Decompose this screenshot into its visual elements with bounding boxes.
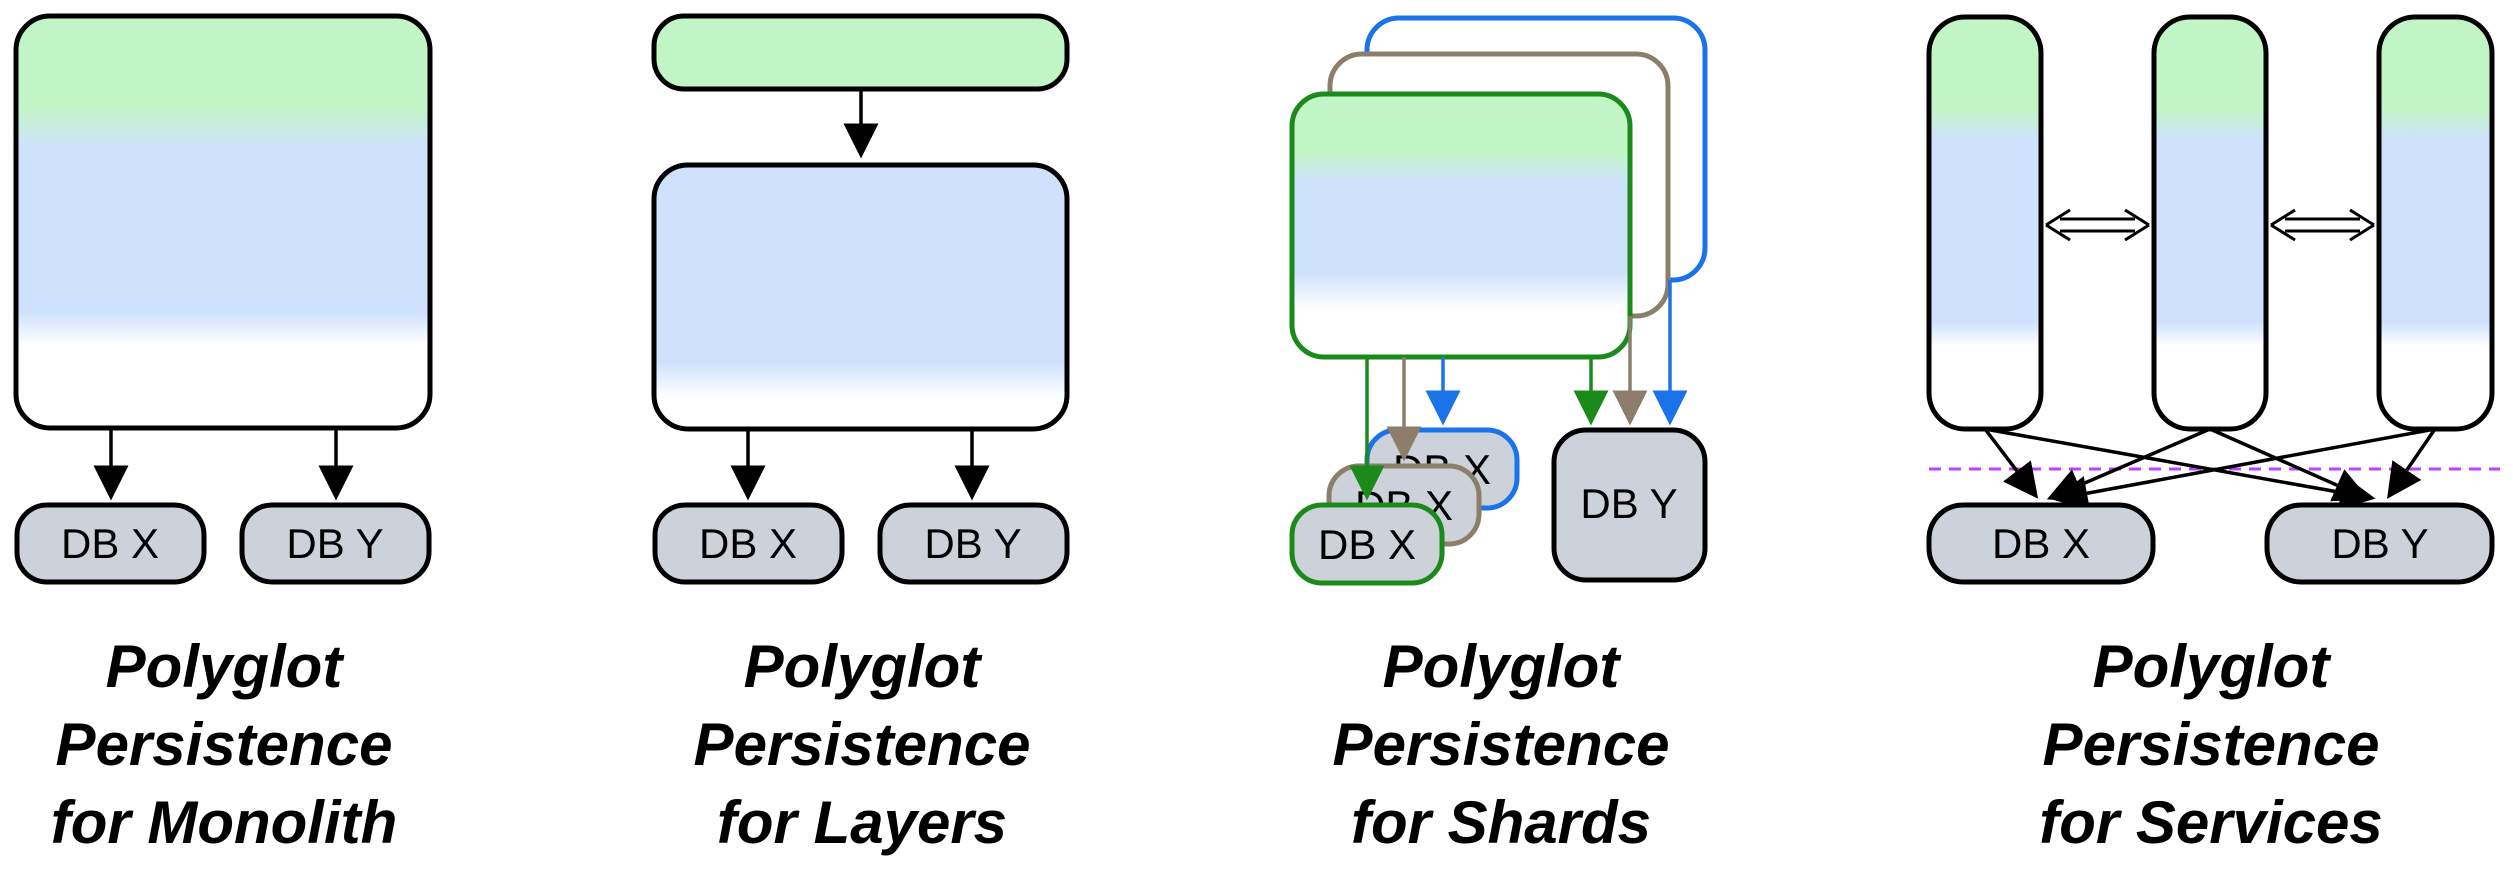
services-db-y-label: DB Y [2331,520,2428,567]
service-3-arrow-dbx [2052,427,2436,511]
service-2-box [2151,14,2269,432]
service-1-box [1926,14,2044,432]
caption-shards-line-1: Polyglot [1382,633,1620,700]
panel-monolith: DB X DB Y [13,13,433,585]
shard-db-y [1551,427,1708,583]
panel-services: DB X DB Y [1926,14,2500,585]
monolith-app-box [13,13,433,431]
layers-db-y-label: DB Y [924,520,1021,567]
shard-1-db-x-label: DB X [1318,521,1416,568]
monolith-db-y-label: DB Y [286,520,383,567]
caption-shards: Polyglot Persistence for Shards [1241,628,1761,862]
caption-services: Polyglot Persistence for Services [1951,628,2471,862]
caption-shards-line-2: Persistence [1332,711,1670,778]
monolith-db-y [239,502,432,585]
shard-1-db-x [1289,502,1445,586]
service-1-arrow-dbx [1983,427,2039,499]
caption-services-line-2: Persistence [2042,711,2380,778]
layers-bottom-tier [651,162,1070,432]
caption-monolith-line-1: Polyglot [105,633,343,700]
panel-shards: DB X DB X DB X DB Y [1289,15,1708,586]
shard-db-y-label: DB Y [1580,480,1677,527]
service-1-arrow-dby [1984,427,2376,510]
service-3-arrow-dby [2387,428,2437,499]
caption-layers-line-2: Persistence [693,711,1031,778]
layers-top-tier [651,13,1070,92]
layers-db-y [877,502,1070,585]
caption-shards-line-3: for Shards [1350,789,1652,856]
caption-layers-line-3: for Layers [716,789,1008,856]
caption-monolith-line-3: for Monolith [50,789,398,856]
services-db-x [1926,502,2156,585]
service-2-arrow-dby [2209,427,2370,502]
service-link-1-2 [2045,208,2150,242]
caption-layers-line-1: Polyglot [743,633,981,700]
monolith-db-x-label: DB X [61,520,159,567]
services-db-x-label: DB X [1992,520,2090,567]
caption-monolith-line-2: Persistence [55,711,393,778]
layers-db-x [652,502,845,585]
caption-layers: Polyglot Persistence for Layers [602,628,1122,862]
services-db-y [2264,502,2495,585]
caption-services-line-1: Polyglot [2092,633,2330,700]
caption-monolith: Polyglot Persistence for Monolith [0,628,484,862]
service-link-2-3 [2270,208,2375,242]
layers-db-x-label: DB X [699,520,797,567]
monolith-db-x [14,502,207,585]
service-3-box [2376,14,2495,432]
shard-1-box [1289,91,1633,360]
caption-services-line-3: for Services [2039,789,2383,856]
panel-layers: DB X DB Y [651,13,1070,585]
